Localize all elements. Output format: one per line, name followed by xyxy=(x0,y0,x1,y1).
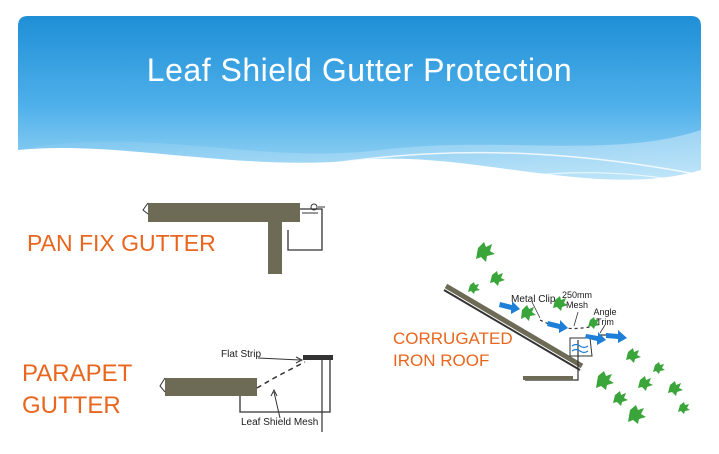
parapet-label-line-1: PARAPET xyxy=(22,360,133,387)
leaf-shield-mesh-callout: Leaf Shield Mesh xyxy=(241,417,319,428)
angle-trim-line-1: Angle xyxy=(593,307,617,317)
flow-arrow-icons xyxy=(499,301,627,345)
corrugated-label-line-1: CORRUGATED xyxy=(393,329,513,348)
parapet-gutter-label: PARAPET GUTTER xyxy=(22,358,132,422)
mesh-250mm-line-2: Mesh xyxy=(565,300,588,310)
slide-title: Leaf Shield Gutter Protection xyxy=(146,52,573,88)
mesh-250mm-line-1: 250mm xyxy=(561,290,592,300)
mesh-250mm-callout: 250mm Mesh xyxy=(561,290,593,310)
pan-fix-gutter-label: PAN FIX GUTTER xyxy=(27,230,216,256)
parapet-label-line-2: GUTTER xyxy=(22,392,121,419)
metal-clip-callout: Metal Clip xyxy=(511,294,556,305)
angle-trim-line-2: Trim xyxy=(596,317,614,327)
flat-strip-callout: Flat Strip xyxy=(221,349,262,360)
angle-trim-callout: Angle Trim xyxy=(590,307,620,327)
leaf-icons xyxy=(468,242,690,424)
corrugated-label-line-2: IRON ROOF xyxy=(393,351,490,370)
corrugated-iron-roof-label: CORRUGATED IRON ROOF xyxy=(393,328,513,372)
